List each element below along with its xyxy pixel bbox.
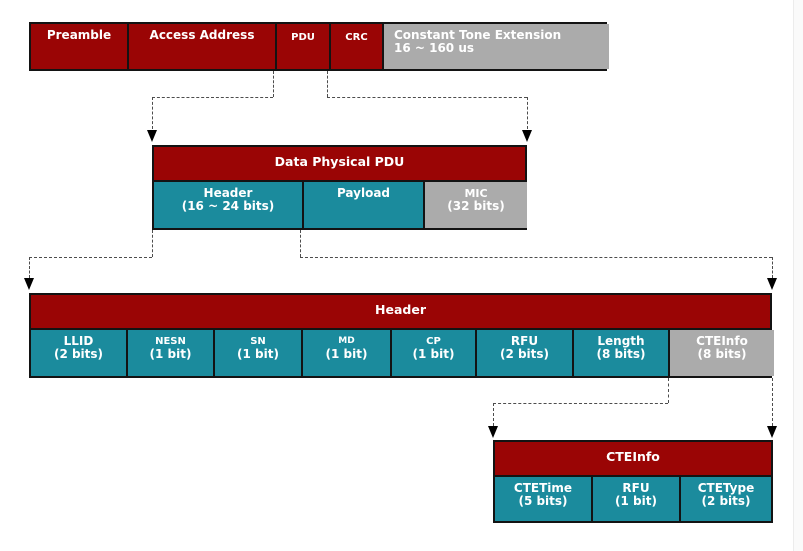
connector-pdu-right-horizontal [327,97,527,98]
header-box-title: Header [31,295,770,330]
field-header: Header (16 ~ 24 bits) [154,182,302,228]
connector-pdu-left-drop [152,97,153,129]
field-label: Length [597,334,645,348]
arrowhead-down-icon [488,426,498,438]
field-rfu: RFU (2 bits) [475,330,572,376]
connector-pdu-left-vertical [273,71,274,97]
arrowhead-down-icon [767,426,777,438]
arrowhead-down-icon [767,278,777,290]
field-duration: 16 ~ 160 us [394,41,475,55]
field-llid: LLID (2 bits) [31,330,126,376]
connector-cteinfo-left-drop [493,403,494,426]
field-label: MD [338,336,355,346]
field-label: CTEInfo [696,334,748,348]
field-access-address: Access Address [127,24,275,69]
field-preamble: Preamble [31,24,127,69]
field-bits: (2 bits) [499,347,550,361]
connector-header-left-vertical [152,230,153,257]
field-bits: (1 bit) [325,347,368,361]
field-label: CP [426,336,441,347]
cteinfo-box: CTEInfo CTETime (5 bits) RFU (1 bit) CTE… [493,440,773,523]
field-payload: Payload [302,182,423,228]
field-bits: (1 bit) [237,347,279,361]
connector-pdu-left-horizontal [152,97,273,98]
header-box: Header LLID (2 bits) NESN (1 bit) SN (1 … [29,293,774,378]
field-label: SN [250,336,266,347]
arrowhead-down-icon [522,130,532,142]
field-cp: CP (1 bit) [390,330,475,376]
field-nesn: NESN (1 bit) [126,330,213,376]
field-bits: (1 bit) [149,347,192,361]
connector-cteinfo-left-vertical [668,378,669,403]
field-mic: MIC (32 bits) [423,182,527,228]
field-bits: (8 bits) [596,347,646,361]
field-label: MIC [464,187,488,200]
packet-row: Preamble Access Address PDU CRC Constant… [29,22,609,71]
field-label: RFU [622,481,650,495]
field-bits: (2 bits) [701,494,751,508]
field-label: Header [203,186,253,200]
field-label: Constant Tone Extension [394,28,562,42]
field-bits: (1 bit) [412,347,455,361]
field-pdu: PDU [275,24,329,69]
connector-pdu-right-vertical [327,71,328,97]
field-bits: (5 bits) [518,494,568,508]
field-label: Preamble [46,28,112,42]
field-bits: (1 bit) [615,494,657,508]
field-ctetype: CTEType (2 bits) [679,477,771,521]
data-physical-pdu-title: Data Physical PDU [154,147,525,182]
field-bits: (8 bits) [697,347,747,361]
field-label: NESN [155,336,186,347]
field-label: CTETime [513,481,573,495]
field-crc: CRC [329,24,382,69]
field-label: PDU [291,32,315,43]
field-label: Payload [336,186,391,200]
field-label: RFU [510,334,539,348]
field-rfu-cte: RFU (1 bit) [591,477,679,521]
field-label: Access Address [149,28,255,42]
field-cteinfo: CTEInfo (8 bits) [668,330,774,376]
field-label: CTEType [697,481,755,495]
field-bits: (2 bits) [53,347,104,361]
page-edge-band [793,0,803,551]
field-label: CRC [345,32,368,43]
connector-header-left-horizontal [29,257,152,258]
field-md: MD (1 bit) [301,330,390,376]
field-bits: (16 ~ 24 bits) [181,199,275,213]
field-constant-tone-extension: Constant Tone Extension 16 ~ 160 us [382,24,609,69]
connector-pdu-right-drop [527,97,528,129]
cteinfo-box-title: CTEInfo [495,442,771,477]
connector-header-left-drop [29,257,30,278]
connector-header-right-drop [772,257,773,278]
arrowhead-down-icon [147,130,157,142]
connector-header-right-vertical [300,230,301,257]
connector-cteinfo-left-horizontal [493,403,668,404]
data-physical-pdu-box: Data Physical PDU Header (16 ~ 24 bits) … [152,145,527,230]
field-ctetime: CTETime (5 bits) [495,477,591,521]
field-sn: SN (1 bit) [213,330,301,376]
connector-header-right-horizontal [300,257,772,258]
field-length: Length (8 bits) [572,330,668,376]
field-label: LLID [63,334,94,348]
connector-cteinfo-right-drop [772,378,773,426]
field-bits: (32 bits) [447,199,505,213]
arrowhead-down-icon [24,278,34,290]
